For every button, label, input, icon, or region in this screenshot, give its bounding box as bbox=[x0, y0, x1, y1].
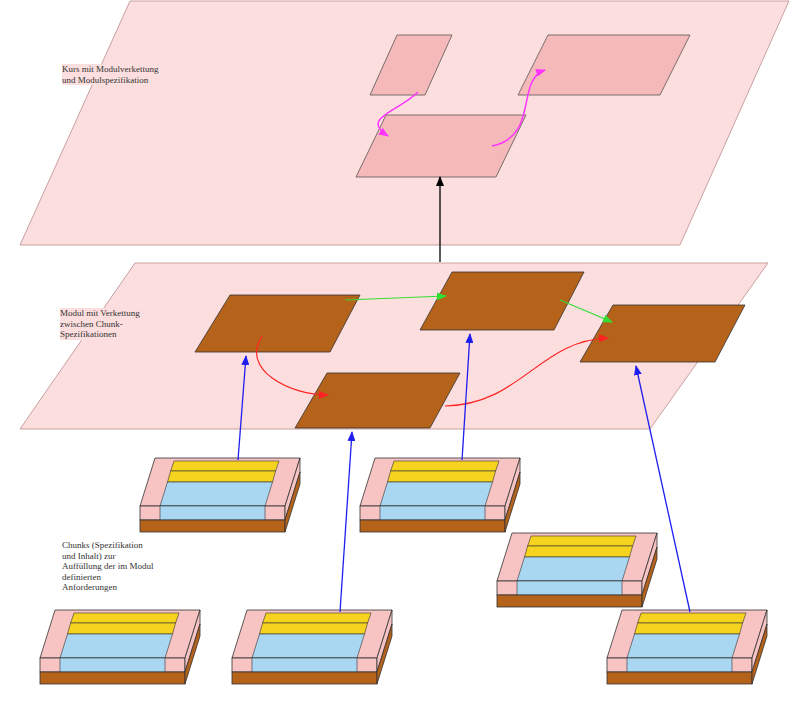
module-spec bbox=[356, 115, 526, 177]
chunk-box bbox=[360, 458, 520, 532]
chunk-box bbox=[497, 533, 657, 607]
chunk-caption: Chunks (Spezifikation und Inhalt) zur Au… bbox=[62, 540, 154, 593]
plane-shape bbox=[20, 263, 768, 429]
chunk-box bbox=[607, 610, 767, 684]
module-spec bbox=[518, 35, 690, 95]
chunk-box bbox=[140, 458, 300, 532]
plane-heading: Modul mit Verkettung zwischen Chunk-Spez… bbox=[60, 308, 152, 340]
plane-heading: Kurs mit Modulverkettung und Modulspezif… bbox=[62, 64, 170, 85]
plane-outline bbox=[0, 0, 790, 246]
fill-arrow bbox=[340, 432, 352, 612]
layer-plane: Modul mit Verkettung zwischen Chunk-Spez… bbox=[0, 262, 790, 430]
refinement-arrow bbox=[439, 177, 440, 262]
chunk-box bbox=[40, 610, 200, 684]
layer-plane: Kurs mit Modulverkettung und Modulspezif… bbox=[0, 0, 790, 246]
chunk-box bbox=[232, 610, 392, 684]
plane-outline bbox=[0, 262, 790, 430]
plane-shape bbox=[20, 1, 789, 245]
